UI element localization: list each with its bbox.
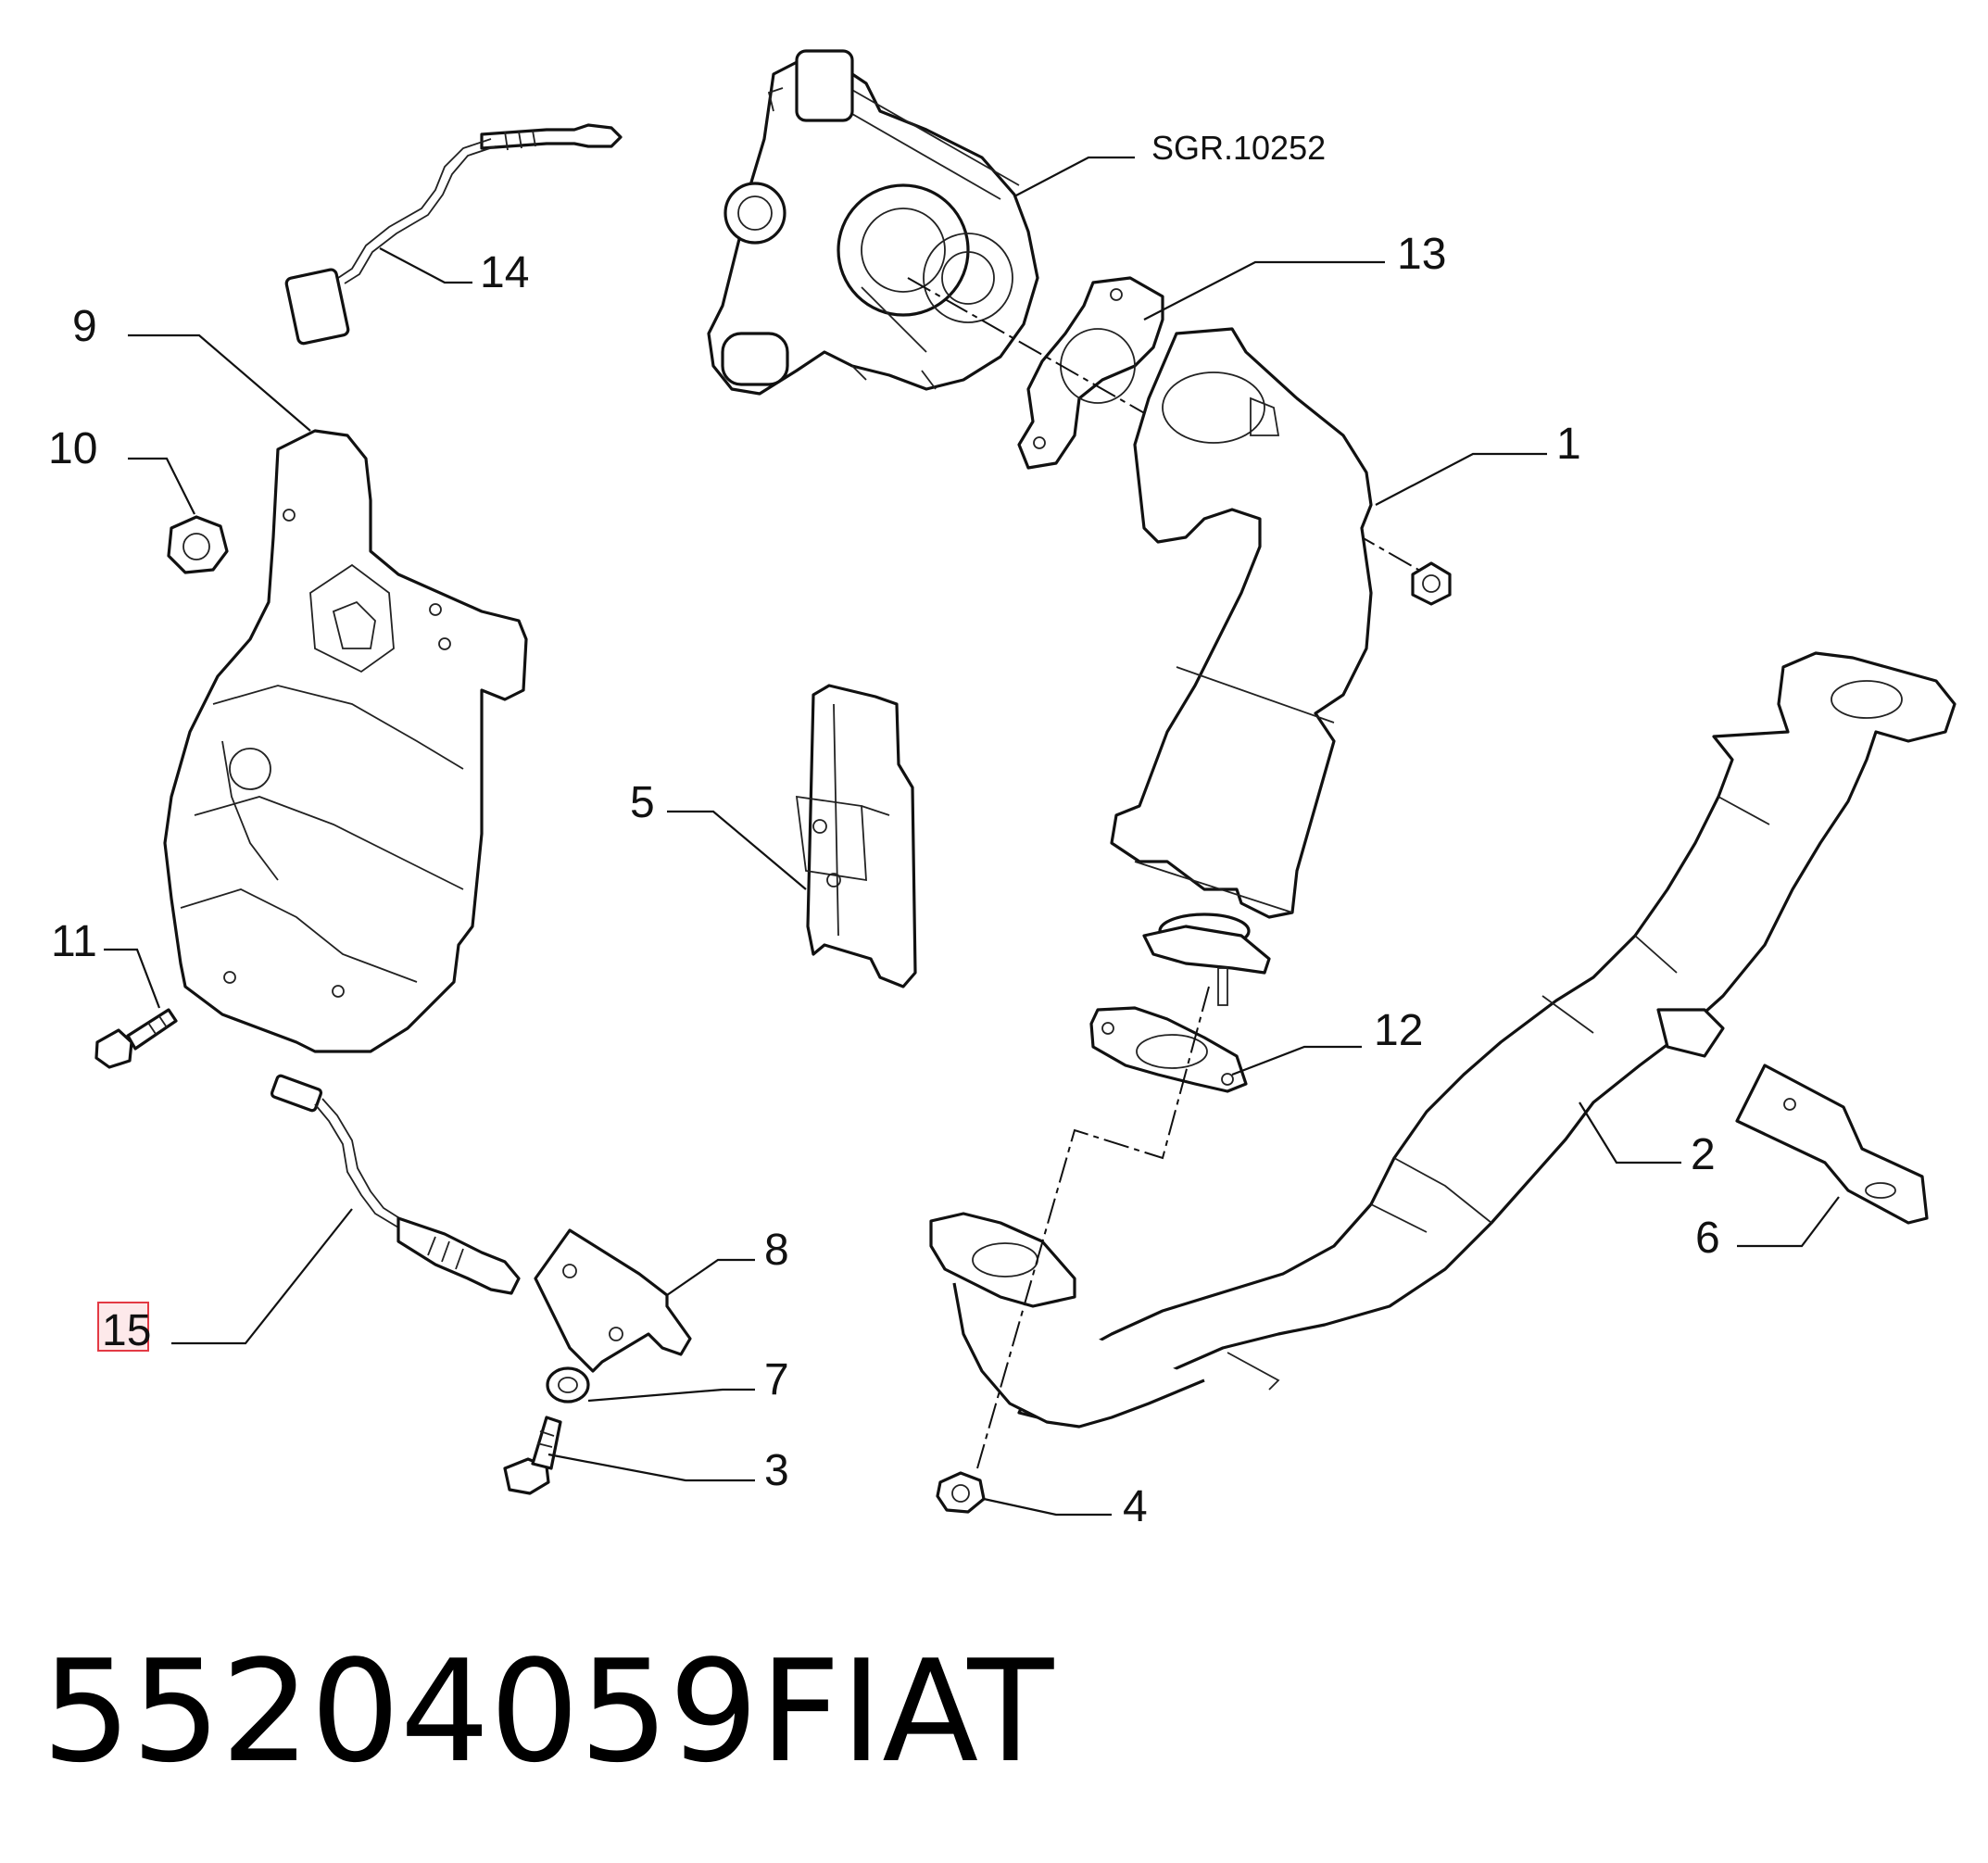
bracket-6 [1735, 1064, 1929, 1225]
leader-7 [587, 1388, 755, 1403]
callout-7: 7 [764, 1355, 789, 1404]
leader-15 [171, 1208, 353, 1345]
oxygen-sensor-upstream [284, 123, 623, 346]
axis-cat-to-pipe [976, 986, 1210, 1469]
exhaust-pipe-2 [929, 651, 1957, 1429]
callout-15-highlight [97, 1302, 149, 1352]
callout-13: 13 [1397, 230, 1446, 279]
leader-10 [128, 457, 195, 515]
leader-14 [379, 247, 472, 284]
oxygen-sensor-downstream [270, 1074, 521, 1295]
reference-label: SGR.10252 [1151, 129, 1326, 167]
heat-shield [163, 429, 528, 1053]
gasket-12 [1089, 1006, 1248, 1093]
callout-12: 12 [1374, 1006, 1423, 1055]
callout-6: 6 [1695, 1214, 1720, 1263]
leader-8 [666, 1258, 755, 1296]
callout-11: 11 [51, 917, 97, 966]
leader-13 [1143, 260, 1385, 321]
callout-15: 15 [102, 1306, 151, 1355]
nut-1 [1411, 561, 1452, 606]
leader-1 [1375, 452, 1547, 506]
callout-10: 10 [48, 424, 97, 473]
catalytic-converter-1 [1110, 327, 1373, 1006]
turbocharger [707, 49, 1039, 396]
nut-10 [167, 515, 229, 574]
washer-7 [546, 1366, 590, 1404]
nut-4 [936, 1471, 986, 1514]
callout-14: 14 [480, 248, 529, 297]
bracket-5 [795, 684, 917, 988]
callout-5: 5 [630, 778, 655, 827]
callout-9: 9 [72, 302, 97, 351]
bolt-11 [94, 1008, 178, 1069]
leader-2 [1579, 1101, 1681, 1164]
callout-8: 8 [764, 1226, 789, 1275]
leader-3 [547, 1453, 755, 1482]
leader-9 [128, 334, 311, 432]
callout-1: 1 [1556, 420, 1581, 469]
bracket-8 [534, 1228, 692, 1373]
part-number: 55204059 [42, 1630, 759, 1794]
callout-3: 3 [764, 1446, 789, 1495]
leader-11 [104, 948, 161, 1009]
callout-4: 4 [1123, 1482, 1148, 1531]
callout-2: 2 [1691, 1130, 1716, 1179]
leader-5 [667, 810, 807, 890]
leader-12 [1231, 1045, 1362, 1076]
brand-name: FIAT [760, 1630, 1054, 1794]
leader-4 [983, 1497, 1112, 1517]
leader-6 [1737, 1196, 1840, 1248]
leader-sgr [1013, 156, 1135, 197]
